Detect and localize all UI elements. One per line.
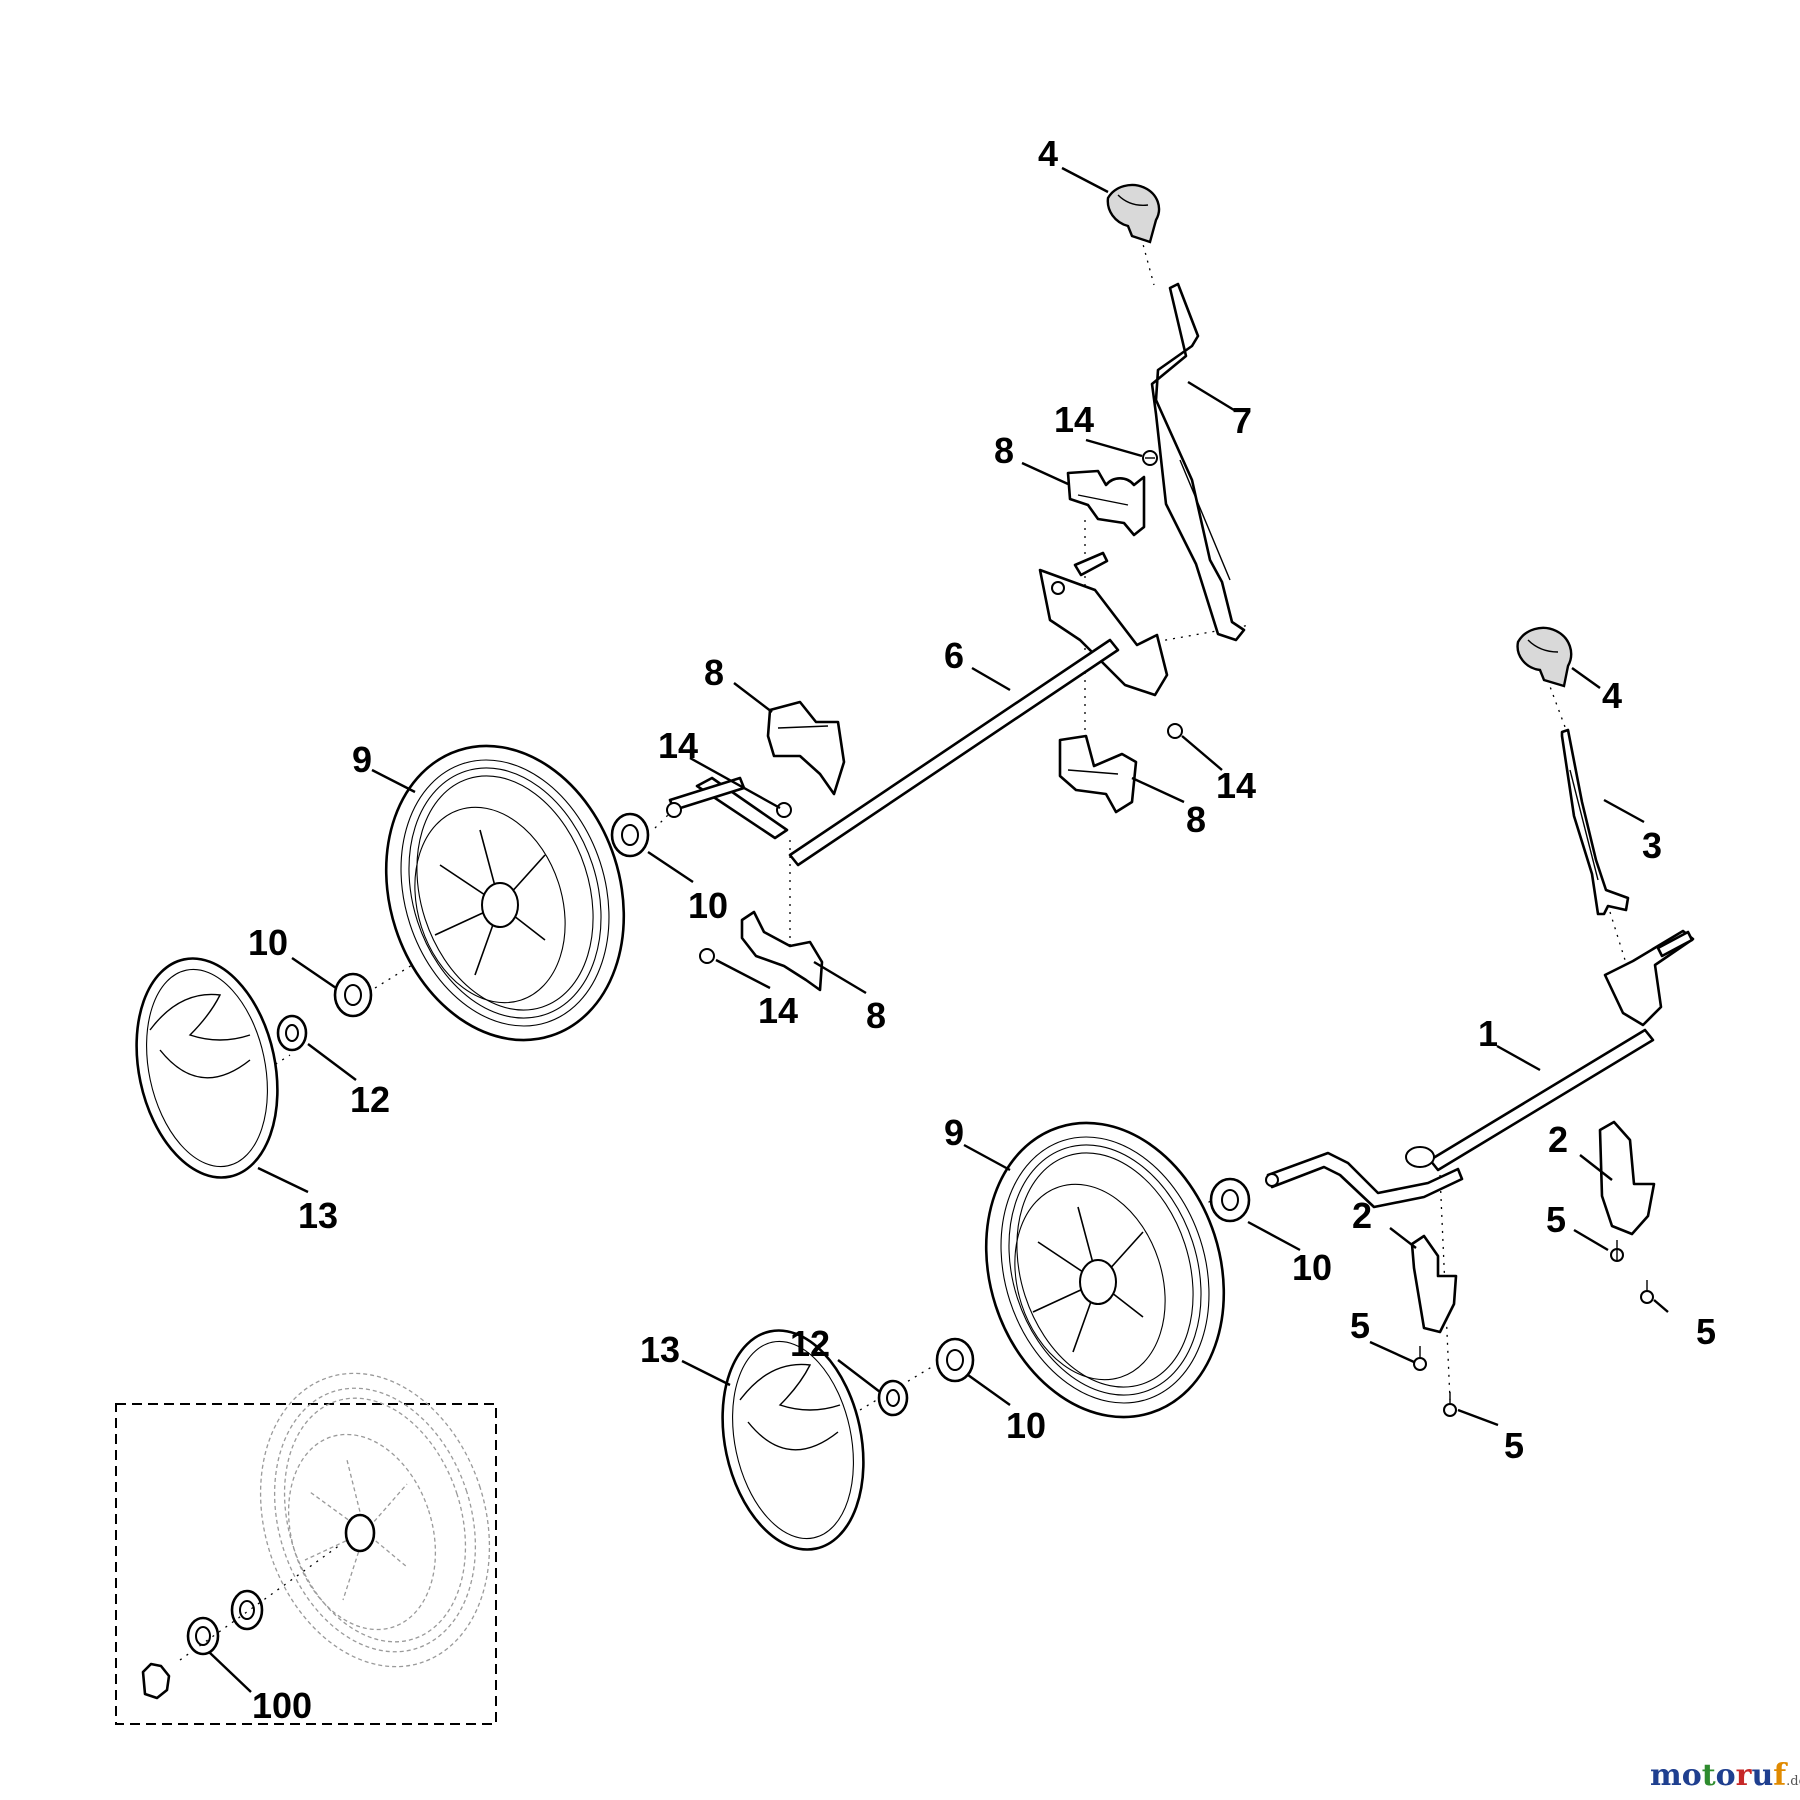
logo-letter: t bbox=[1702, 1758, 1716, 1793]
callout-100: 100 bbox=[252, 1685, 312, 1726]
logo-letter: o bbox=[1716, 1758, 1736, 1793]
callout-9-upper: 9 bbox=[352, 739, 372, 780]
axle-bracket-upper-right bbox=[1066, 469, 1146, 537]
logo-letter: u bbox=[1751, 1758, 1773, 1793]
callout-2-left: 2 bbox=[1352, 1195, 1372, 1236]
axle-bracket-mid-left bbox=[766, 700, 846, 796]
nut-12-lower bbox=[877, 1379, 909, 1417]
callout-10-right: 10 bbox=[1292, 1247, 1332, 1288]
bearing-10-mid bbox=[610, 812, 650, 858]
callout-12-lower: 12 bbox=[790, 1323, 830, 1364]
callout-2-right: 2 bbox=[1548, 1119, 1568, 1160]
logo-letter: o bbox=[1682, 1758, 1702, 1793]
callout-14-lower: 14 bbox=[758, 990, 798, 1031]
bearing-10-left bbox=[333, 972, 373, 1018]
callout-6: 6 bbox=[944, 635, 964, 676]
logo-letter: m bbox=[1650, 1758, 1682, 1793]
screw-5-d bbox=[1443, 1392, 1457, 1417]
callout-labels: 4 7 14 8 6 8 4 14 8 3 14 9 10 10 14 8 12… bbox=[248, 133, 1716, 1726]
wheel-lower-right bbox=[984, 1121, 1226, 1419]
callout-14-mid-left: 14 bbox=[658, 725, 698, 766]
screw-5-a bbox=[1610, 1240, 1624, 1262]
callout-10-left: 10 bbox=[248, 922, 288, 963]
callout-9-lower: 9 bbox=[944, 1112, 964, 1153]
callout-8-lower: 8 bbox=[866, 995, 886, 1036]
wheel-upper-left bbox=[384, 744, 626, 1042]
callout-10-mid: 10 bbox=[688, 885, 728, 926]
callout-5-a: 5 bbox=[1546, 1199, 1566, 1240]
callout-3: 3 bbox=[1642, 825, 1662, 866]
callout-8-upper: 8 bbox=[994, 430, 1014, 471]
callout-13-left: 13 bbox=[298, 1195, 338, 1236]
knob-lower bbox=[1516, 626, 1573, 688]
screw-14-mid-left bbox=[776, 802, 792, 818]
nut-12-left bbox=[276, 1014, 308, 1052]
height-lever-upper bbox=[1150, 282, 1246, 642]
screw-5-c bbox=[1413, 1346, 1427, 1371]
callout-8-mid-right: 8 bbox=[1186, 799, 1206, 840]
callout-8-mid-left: 8 bbox=[704, 652, 724, 693]
axle-bracket-mid-right bbox=[1058, 734, 1138, 814]
callout-4-lower: 4 bbox=[1602, 675, 1622, 716]
screw-14-mid-right bbox=[1167, 723, 1183, 739]
callout-12-left: 12 bbox=[350, 1079, 390, 1120]
axle-bracket-lower-left bbox=[740, 910, 824, 992]
svg-text:motoruf.de: motoruf.de bbox=[1650, 1758, 1800, 1793]
callout-1: 1 bbox=[1478, 1013, 1498, 1054]
callout-14-mid-right: 14 bbox=[1216, 765, 1256, 806]
callout-4-upper: 4 bbox=[1038, 133, 1058, 174]
bearing-10-right bbox=[1209, 1177, 1251, 1223]
watermark-logo: motoruf.de bbox=[1650, 1758, 1800, 1793]
callout-10-lower: 10 bbox=[1006, 1405, 1046, 1446]
screw-14-top bbox=[1142, 450, 1158, 466]
callout-5-c: 5 bbox=[1350, 1305, 1370, 1346]
screw-5-b bbox=[1640, 1280, 1654, 1304]
inset-wheel-assembly bbox=[115, 1372, 497, 1725]
screw-14-lower-left bbox=[699, 948, 715, 964]
height-lever-lower bbox=[1560, 728, 1630, 916]
hub-cap-left bbox=[135, 957, 279, 1179]
callout-13-lower: 13 bbox=[640, 1329, 680, 1370]
leader-lines bbox=[208, 166, 1669, 1693]
logo-letter: f bbox=[1773, 1758, 1788, 1793]
callout-14-upper: 14 bbox=[1054, 399, 1094, 440]
callout-7: 7 bbox=[1232, 400, 1252, 441]
bearing-10-lower bbox=[935, 1337, 975, 1383]
rear-axle bbox=[666, 551, 1169, 867]
logo-letter: r bbox=[1736, 1758, 1753, 1793]
front-axle bbox=[1265, 929, 1695, 1209]
callout-5-b: 5 bbox=[1696, 1311, 1716, 1352]
callout-5-d: 5 bbox=[1504, 1425, 1524, 1466]
clip-2-left bbox=[1410, 1234, 1458, 1334]
hub-cap-lower bbox=[721, 1329, 865, 1551]
clip-2-right bbox=[1598, 1120, 1656, 1236]
knob-upper bbox=[1106, 183, 1161, 244]
